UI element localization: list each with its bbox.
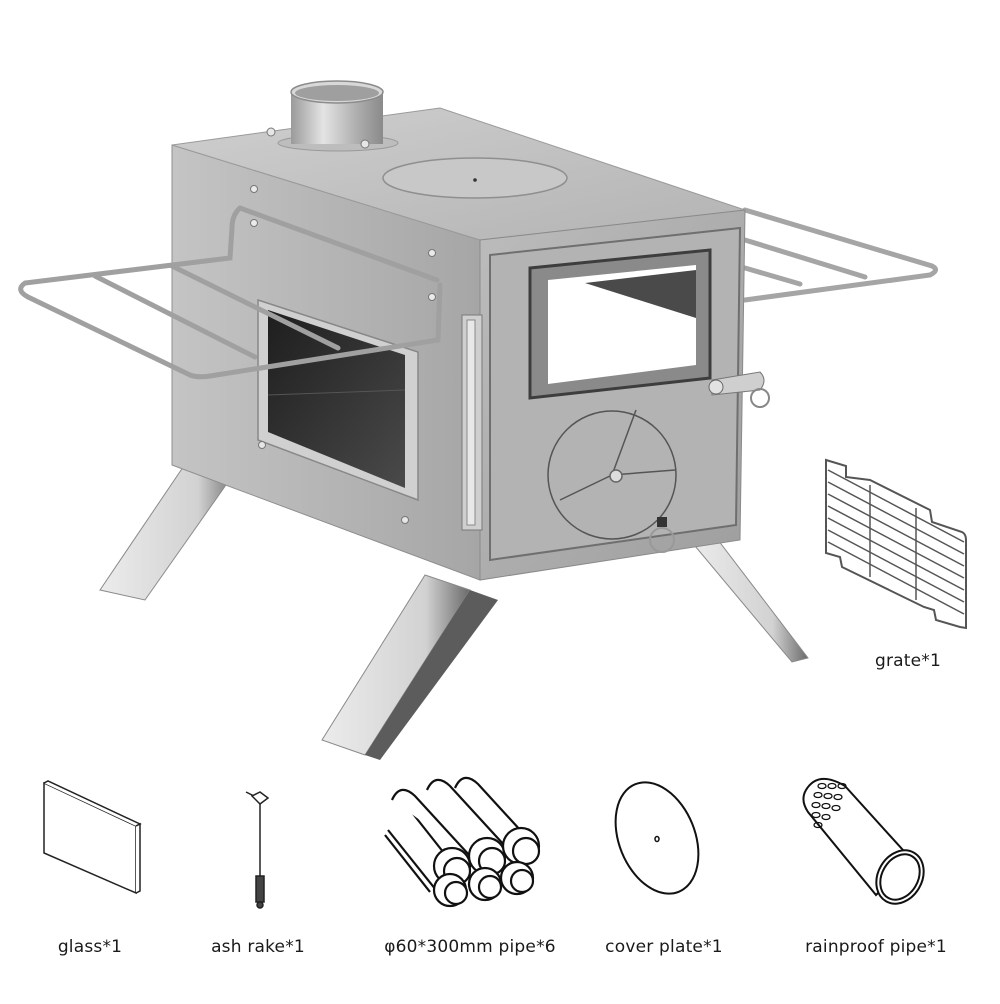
door-hinge (461, 314, 483, 531)
right-side-shelf (742, 207, 938, 303)
accessory-label-ash-rake: ash rake*1 (211, 937, 305, 957)
door-glass-window (528, 248, 712, 400)
accessory-label-grate: grate*1 (874, 651, 942, 671)
cover-plate-icon (614, 781, 700, 895)
rotary-air-damper[interactable] (547, 409, 677, 540)
accessory-label-rainproof-pipe: rainproof pipe*1 (805, 937, 947, 957)
accessory-label-glass: glass*1 (57, 937, 123, 957)
stove-legs (99, 444, 809, 760)
cooktop-lid (382, 157, 568, 199)
ash-rake-icon (245, 791, 270, 909)
accessory-label-cover-plate: cover plate*1 (605, 937, 723, 957)
left-side-shelf (18, 205, 443, 380)
rainproof-pipe-icon (802, 778, 925, 905)
door-latch[interactable] (649, 371, 770, 553)
glass-panel-icon (43, 780, 142, 895)
accessory-label-pipe: φ60*300mm pipe*6 (384, 937, 556, 957)
chimney-collar (266, 80, 399, 152)
pipe-bundle-icon (384, 776, 541, 908)
grate-icon (825, 458, 967, 630)
